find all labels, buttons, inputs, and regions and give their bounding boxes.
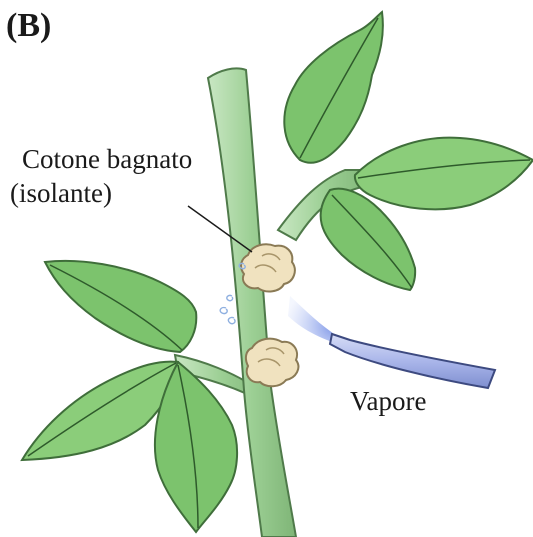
steam-nozzle-icon bbox=[330, 334, 495, 388]
steam-label: Vapore bbox=[350, 386, 426, 416]
leaf-left-bottom bbox=[155, 362, 237, 532]
cotton-upper bbox=[241, 244, 295, 291]
cotton-lower bbox=[246, 339, 298, 387]
leaf-right bbox=[355, 138, 533, 210]
steam-swirl-1 bbox=[227, 295, 233, 300]
upper-right-leaf-cluster bbox=[278, 12, 533, 290]
steam-swirl-2 bbox=[220, 308, 227, 314]
cotton-label-line1: Cotone bagnato bbox=[22, 144, 192, 174]
nozzle-body bbox=[330, 334, 495, 388]
wet-cotton-icon bbox=[241, 244, 295, 291]
lower-left-leaf-cluster bbox=[22, 261, 268, 532]
steam-swirl-3 bbox=[228, 317, 235, 323]
panel-letter: (B) bbox=[6, 7, 51, 44]
cotton-label-line2: (isolante) bbox=[10, 178, 112, 208]
wet-cotton-icon bbox=[246, 339, 298, 387]
